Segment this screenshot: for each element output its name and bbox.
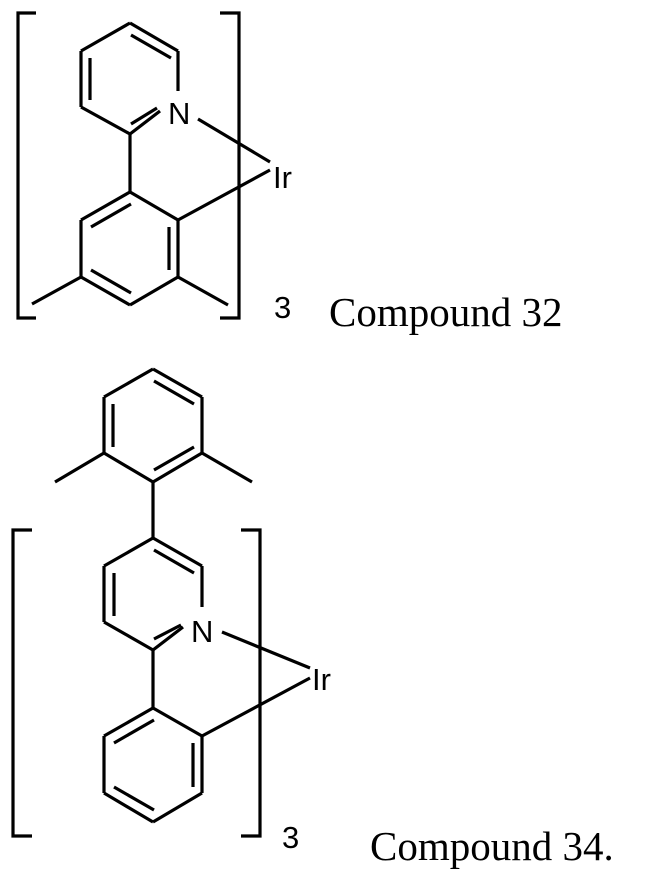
iridium-atom-label: Ir [312, 662, 331, 697]
c-ir-bond [177, 168, 271, 222]
c-ir-bond [201, 676, 311, 738]
right-bracket [220, 11, 241, 320]
pyridine-ring [79, 21, 180, 136]
nitrogen-atom-label: N [168, 96, 190, 131]
multiplicity-subscript: 3 [282, 820, 299, 855]
phenyl-ring [102, 706, 204, 824]
nitrogen-atom-label: N [191, 614, 213, 649]
compound-34-structure: N Ir 3 Compound 34. [11, 367, 614, 869]
left-bracket [11, 528, 32, 838]
n-ir-bond [221, 630, 311, 670]
iridium-atom-label: Ir [273, 160, 292, 195]
dimethylphenyl-ring [102, 367, 204, 484]
left-bracket [16, 11, 36, 320]
compound-34-caption: Compound 34. [370, 823, 614, 869]
compound-32-caption: Compound 32 [329, 289, 563, 335]
methyl-right [177, 275, 229, 307]
multiplicity-subscript: 3 [274, 290, 291, 325]
pyridine-ring [102, 536, 204, 652]
n-ir-bond [197, 117, 271, 164]
methyl-left [54, 451, 105, 484]
compound-32-structure: N Ir 3 Compound 32 [16, 11, 563, 335]
methyl-left [31, 275, 82, 306]
benzene-ring [79, 190, 180, 307]
right-bracket [241, 528, 262, 838]
methyl-right [201, 451, 253, 484]
